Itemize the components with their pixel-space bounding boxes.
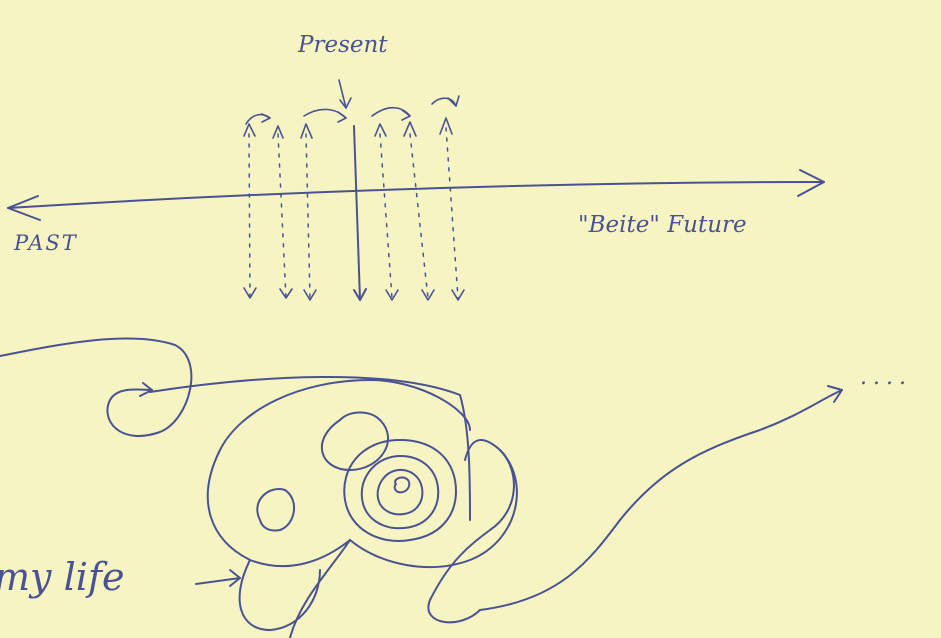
dotted-line-6 xyxy=(440,118,464,300)
dotted-line-5 xyxy=(404,122,434,300)
label-present: Present xyxy=(297,32,388,58)
dotted-line-4 xyxy=(375,124,398,300)
label-my-life: my life xyxy=(0,555,124,599)
present-pointer-arrow xyxy=(339,80,351,108)
label-past: PAST xyxy=(13,231,78,255)
label-ellipsis: .... xyxy=(860,365,912,390)
dotted-line-3 xyxy=(301,124,316,300)
life-scribble xyxy=(0,338,842,638)
dotted-line-1 xyxy=(244,124,256,298)
label-future: "Beite" Future xyxy=(578,212,747,238)
present-line xyxy=(354,126,366,300)
life-pointer-arrow xyxy=(196,570,240,586)
curved-hop-arrows xyxy=(246,96,459,124)
dotted-line-2 xyxy=(273,126,292,298)
